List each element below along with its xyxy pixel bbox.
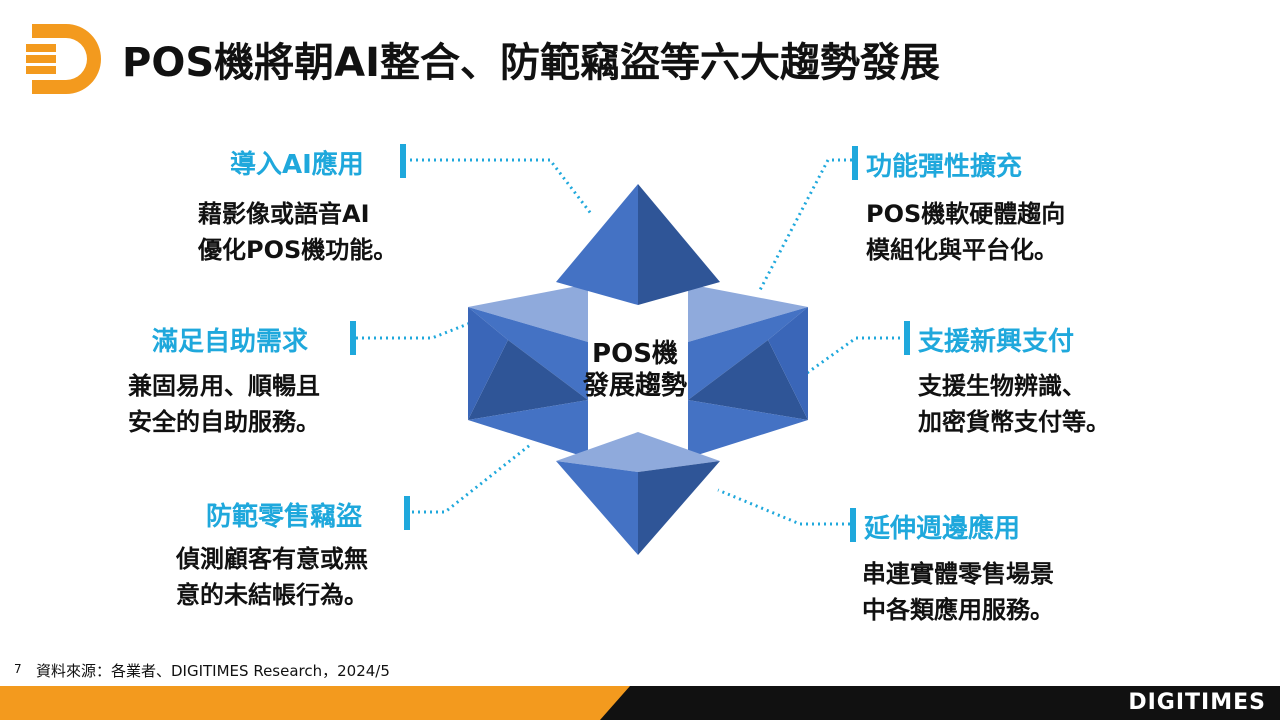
center-label-line2: 發展趨勢 (582, 371, 687, 401)
trend-theft-desc: 偵測顧客有意或無 意的未結帳行為。 (176, 541, 368, 613)
connector-peripheral (717, 488, 856, 526)
digitimes-logo-icon (26, 24, 101, 94)
center-label: POS機 發展趨勢 (560, 338, 710, 402)
trend-payment-desc-line1: 支援生物辨識、 (918, 372, 1086, 400)
trend-expansion-heading: 功能彈性擴充 (866, 152, 1023, 182)
trend-expansion-desc: POS機軟硬體趨向 模組化與平台化。 (866, 196, 1065, 268)
trend-theft-bar (404, 496, 410, 530)
trend-expansion-desc-line2: 模組化與平台化。 (866, 236, 1058, 264)
shape-bottom-top (556, 432, 720, 472)
trend-self-service-desc-line1: 兼固易用、順暢且 (128, 372, 320, 400)
footer-dark-band (600, 686, 1280, 720)
trend-expansion-desc-line1: POS機軟硬體趨向 (866, 200, 1066, 228)
trend-payment-desc-line2: 加密貨幣支付等。 (918, 408, 1110, 436)
shape-left-mid (468, 307, 588, 400)
trend-ai-desc-line1: 藉影像或語音AI (198, 200, 370, 228)
page-number: 7 (14, 662, 22, 676)
shape-right-mid (688, 307, 808, 400)
shape-right-top (688, 284, 808, 342)
trend-self-service-desc: 兼固易用、順暢且 安全的自助服務。 (128, 368, 320, 440)
trend-theft-desc-line2: 意的未結帳行為。 (176, 581, 368, 609)
shape-left-top (468, 284, 588, 342)
page-title: POS機將朝AI整合、防範竊盜等六大趨勢發展 (122, 40, 940, 86)
shape-top-right (638, 184, 720, 305)
connector-payment (799, 336, 906, 380)
trend-peripheral-desc-line1: 串連實體零售場景 (862, 560, 1054, 588)
trend-peripheral-bar (850, 508, 856, 542)
shape-top-left (556, 184, 638, 305)
brand-wordmark: DIGITIMES (1128, 690, 1266, 715)
trend-ai-desc-line2: 優化POS機功能。 (198, 236, 398, 264)
connector-theft (412, 443, 531, 514)
shape-right-edge (768, 307, 808, 420)
connector-self-service (356, 318, 479, 340)
trend-ai-bar (400, 144, 406, 178)
trend-peripheral-desc-line2: 中各類應用服務。 (862, 596, 1054, 624)
trend-self-service-desc-line2: 安全的自助服務。 (128, 408, 320, 436)
connector-ai (410, 158, 594, 216)
shape-bottom-right (638, 461, 720, 555)
center-label-line1: POS機 (592, 339, 678, 369)
shape-right-bottom (688, 400, 808, 458)
source-note: 資料來源：各業者、DIGITIMES Research，2024/5 (36, 662, 390, 680)
trend-peripheral-heading: 延伸週邊應用 (864, 514, 1021, 544)
trend-payment-heading: 支援新興支付 (918, 327, 1075, 357)
trend-expansion-bar (852, 146, 858, 180)
trend-payment-desc: 支援生物辨識、 加密貨幣支付等。 (918, 368, 1110, 440)
shape-left-edge (468, 307, 508, 420)
trend-payment-bar (904, 321, 910, 355)
trend-ai-desc: 藉影像或語音AI 優化POS機功能。 (198, 196, 397, 268)
shape-bottom-left (556, 461, 638, 555)
trend-theft-desc-line1: 偵測顧客有意或無 (176, 545, 368, 573)
trend-self-service-bar (350, 321, 356, 355)
shape-left-bottom (468, 400, 588, 458)
trend-ai-heading: 導入AI應用 (230, 150, 364, 180)
connector-expansion (758, 158, 852, 291)
trend-self-service-heading: 滿足自助需求 (152, 327, 309, 357)
trend-theft-heading: 防範零售竊盜 (206, 502, 363, 532)
trend-peripheral-desc: 串連實體零售場景 中各類應用服務。 (862, 556, 1054, 628)
